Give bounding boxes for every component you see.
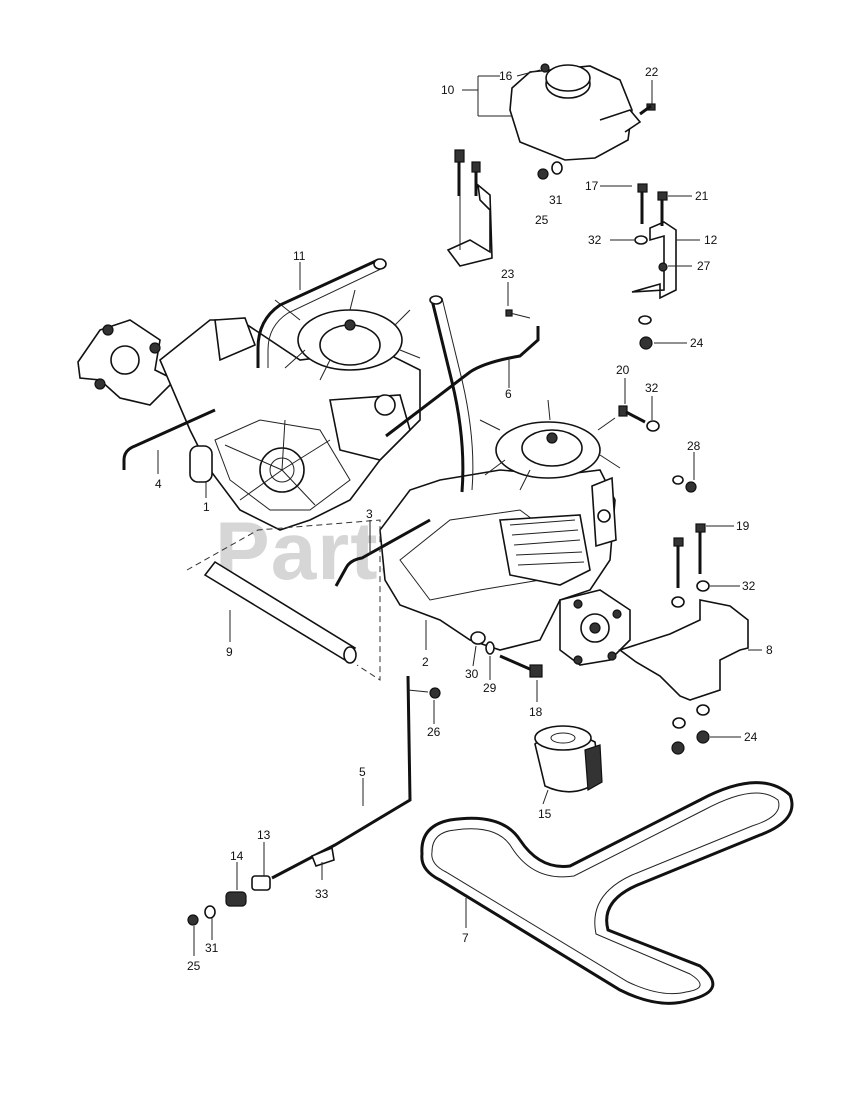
callout-7: 7 — [462, 931, 469, 945]
oil-filter-15 — [534, 725, 603, 793]
washer-31-top — [551, 161, 563, 175]
nut-28 — [685, 481, 697, 493]
washer-31-bottom — [204, 905, 216, 919]
callout-10: 10 — [441, 83, 455, 97]
bolt-18-shank — [499, 654, 533, 672]
rod-5-stub — [407, 689, 429, 693]
washer-28 — [672, 475, 684, 485]
callout-32-top: 32 — [588, 233, 602, 247]
callout-33: 33 — [315, 887, 329, 901]
bolt-20-shank — [625, 410, 646, 424]
rod-6 — [385, 326, 540, 438]
hose-11-edge — [267, 267, 384, 368]
bolt-23-shank — [509, 312, 531, 319]
callout-23: 23 — [501, 267, 515, 281]
bolt-20 — [618, 405, 628, 417]
hose-right-end — [429, 295, 443, 305]
right-transmission-assembly — [379, 399, 631, 666]
callout-labels: 1 2 3 4 5 6 7 8 9 10 11 12 13 14 15 16 1… — [155, 65, 773, 973]
callout-28: 28 — [687, 439, 701, 453]
pipe-9-guide-dashes — [186, 519, 381, 681]
callout-1: 1 — [203, 500, 210, 514]
callout-13: 13 — [257, 828, 271, 842]
leader-lines — [157, 69, 762, 956]
bolt-18-head — [529, 664, 543, 678]
callout-4: 4 — [155, 477, 162, 491]
washer-30 — [470, 631, 486, 645]
callout-16: 16 — [499, 69, 513, 83]
rod-4 — [122, 408, 216, 470]
callout-20: 20 — [616, 363, 630, 377]
callout-30: 30 — [465, 667, 479, 681]
callout-21: 21 — [695, 189, 709, 203]
callout-9: 9 — [226, 645, 233, 659]
callout-5: 5 — [359, 765, 366, 779]
rod-5 — [271, 675, 412, 880]
nut-26 — [429, 687, 441, 699]
callout-2: 2 — [422, 655, 429, 669]
reservoir-tank — [509, 63, 642, 161]
callout-19: 19 — [736, 519, 750, 533]
callout-15: 15 — [538, 807, 552, 821]
bracket-12 — [631, 183, 677, 350]
callout-25-bottom: 25 — [187, 959, 201, 973]
callout-18: 18 — [529, 705, 543, 719]
bolt-22 — [639, 103, 656, 116]
pipe-9 — [203, 560, 357, 664]
callout-6: 6 — [505, 387, 512, 401]
callout-29: 29 — [483, 681, 497, 695]
nut-25-bottom — [187, 914, 199, 926]
callout-14: 14 — [230, 849, 244, 863]
callout-24-bottom: 24 — [744, 730, 758, 744]
washer-32-mid — [646, 420, 660, 432]
rod-3 — [334, 518, 431, 587]
left-transmission-assembly — [77, 289, 421, 531]
drive-belt-7 — [420, 781, 794, 1005]
callout-12: 12 — [704, 233, 718, 247]
callout-27: 27 — [697, 259, 711, 273]
callout-26: 26 — [427, 725, 441, 739]
bracket-8 — [618, 523, 749, 755]
callout-3: 3 — [366, 507, 373, 521]
callout-11: 11 — [293, 249, 306, 263]
clip-33 — [310, 846, 335, 867]
spring-14 — [225, 891, 247, 907]
callout-32-mid: 32 — [645, 381, 659, 395]
hose-11-end — [373, 258, 387, 270]
drive-belt-7-inner — [431, 792, 780, 995]
callout-8: 8 — [766, 643, 773, 657]
callout-25-top: 25 — [535, 213, 549, 227]
tank-bracket-left — [446, 149, 493, 267]
link-13 — [251, 875, 271, 891]
callout-32-bottom: 32 — [742, 579, 756, 593]
callout-31-top: 31 — [549, 193, 563, 207]
callout-31-bottom: 31 — [205, 941, 219, 955]
hose-11 — [256, 258, 379, 368]
callout-22: 22 — [645, 65, 659, 79]
callout-17: 17 — [585, 179, 599, 193]
callout-24-top: 24 — [690, 336, 704, 350]
washer-29 — [485, 641, 495, 655]
hose-right-edge — [441, 297, 474, 491]
nut-25-top — [537, 168, 549, 180]
